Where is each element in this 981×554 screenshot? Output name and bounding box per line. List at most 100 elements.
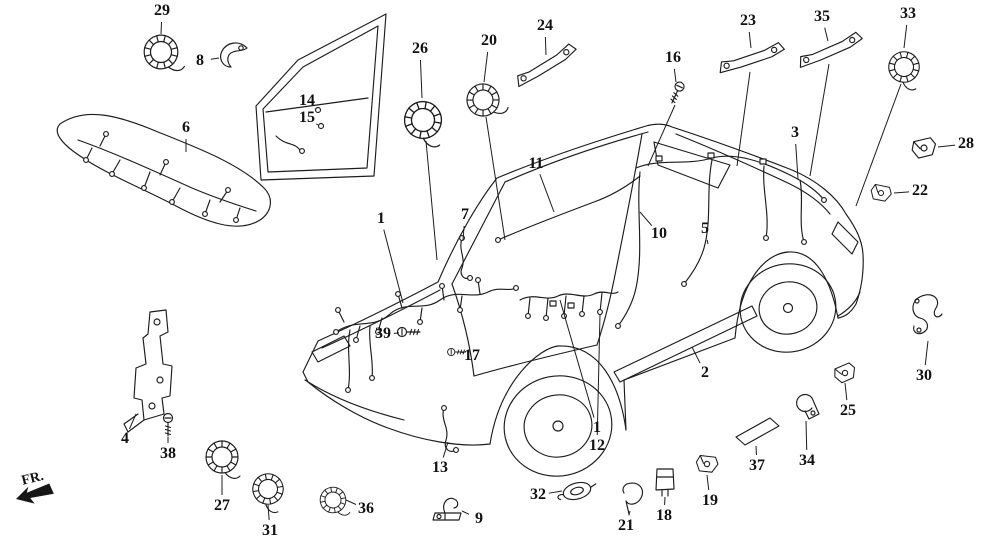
leader-line-35: [824, 27, 829, 42]
part-34-pipe-clamp: [796, 393, 820, 420]
part-7-sub-wire: [460, 237, 471, 280]
callout-8: 8: [196, 52, 204, 69]
attachment-line-0: [425, 140, 438, 261]
callout-20: 20: [481, 32, 497, 49]
leader-line-10: [639, 211, 653, 227]
leader-line-23: [748, 31, 752, 49]
callout-16: 16: [665, 49, 681, 66]
callout-35: 35: [814, 8, 830, 25]
callout-14: 14: [299, 92, 315, 109]
rear-wheel: [739, 263, 837, 353]
leader-line-7: [462, 225, 465, 241]
callout-32: 32: [530, 486, 546, 503]
part-21-hook: [622, 482, 644, 515]
leader-line-3: [795, 143, 799, 180]
part-35-bracket: [795, 30, 865, 68]
callout-26: 26: [412, 40, 428, 57]
leader-line-8: [210, 57, 220, 60]
callout-39: 39: [375, 325, 391, 342]
leader-line-29: [160, 21, 163, 35]
callout-3: 3: [791, 124, 799, 141]
callout-22: 22: [912, 182, 928, 199]
leader-line-26: [419, 59, 423, 99]
attachment-line-5: [855, 83, 902, 207]
callout-30: 30: [916, 367, 932, 384]
leader-line-15: [316, 123, 319, 126]
callout-27: 27: [214, 497, 230, 514]
leader-line-9: [461, 510, 470, 515]
engine-room-harness: [335, 279, 517, 391]
callout-38: 38: [160, 445, 176, 462]
callout-28: 28: [958, 135, 974, 152]
part-32-grommet: [557, 481, 597, 501]
leader-line-20: [483, 51, 489, 83]
part-33-wire-clamp: [883, 47, 925, 92]
leader-lines: [128, 21, 956, 521]
leader-line-25: [844, 382, 848, 401]
callout-18: 18: [656, 507, 672, 524]
part-26-wire-clamp: [399, 98, 448, 149]
part-25-clip: [831, 361, 859, 385]
leader-line-17: [461, 351, 465, 354]
callout-25: 25: [840, 402, 856, 419]
callout-34: 34: [799, 452, 815, 469]
leader-line-28: [937, 144, 956, 148]
part-22-clip: [868, 182, 894, 204]
leader-line-36: [345, 499, 357, 505]
part-37-pad: [735, 417, 780, 446]
roof-harness: [497, 175, 641, 241]
callout-1: 1: [377, 210, 385, 227]
callout-29: 29: [154, 2, 170, 19]
leader-line-34: [805, 420, 808, 451]
part-30-clamp-bracket: [912, 294, 943, 335]
part-39-bolt: [396, 326, 421, 338]
part-9-hook: [432, 497, 462, 521]
leader-line-1: [383, 229, 404, 304]
callout-7: 7: [461, 206, 469, 223]
callout-2: 2: [701, 364, 709, 381]
callout-23: 23: [740, 12, 756, 29]
floor-harness: [519, 291, 619, 319]
callout-10: 10: [651, 225, 667, 242]
leader-line-21: [628, 510, 631, 516]
part-28-clip: [910, 136, 938, 160]
callout-17: 17: [464, 347, 480, 364]
callout-12: 12: [589, 437, 605, 454]
callout-1: 1: [593, 419, 601, 436]
instrument-panel-harness: [56, 113, 271, 227]
callout-6: 6: [182, 119, 190, 136]
callout-9: 9: [475, 510, 483, 527]
part-36-wire-clamp: [317, 484, 351, 520]
leader-line-4: [128, 413, 137, 430]
callout-4: 4: [121, 430, 129, 447]
part-16-bolt: [667, 80, 687, 106]
leader-line-11: [539, 174, 555, 213]
callout-24: 24: [537, 17, 553, 34]
callout-19: 19: [702, 492, 718, 509]
front-arrow-icon: [16, 483, 54, 504]
front-wheel: [503, 375, 613, 477]
leader-line-13: [442, 441, 449, 458]
part-19-clip: [694, 453, 720, 475]
rear-harness: [617, 155, 825, 327]
part-18-clip: [655, 468, 675, 497]
callout-5: 5: [701, 220, 709, 237]
callout-31: 31: [262, 522, 278, 539]
connector-dots: [83, 131, 827, 453]
attachment-line-1: [485, 116, 506, 241]
callout-36: 36: [358, 500, 374, 517]
attachment-line-3: [736, 71, 751, 167]
callout-37: 37: [749, 457, 765, 474]
leader-line-31: [267, 504, 270, 521]
leader-line-12: [596, 313, 601, 436]
leader-line-32: [548, 490, 563, 494]
callout-11: 11: [528, 155, 544, 172]
part-4-bracket: [123, 309, 173, 433]
part-20-wire-clamp: [460, 76, 510, 128]
attachment-line-4: [809, 63, 830, 177]
callout-13: 13: [432, 459, 448, 476]
door-screw-14: [314, 106, 322, 114]
leader-line-33: [903, 24, 908, 49]
